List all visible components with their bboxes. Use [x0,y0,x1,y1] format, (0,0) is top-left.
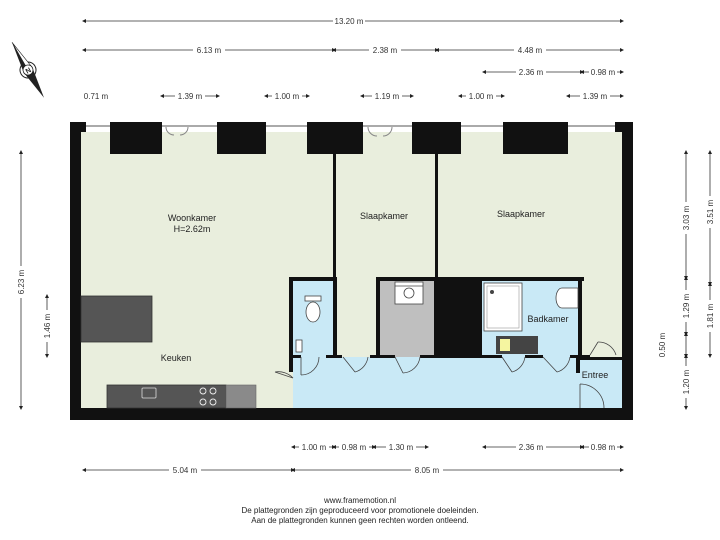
kitchen-island [80,295,153,343]
room-label-living: Woonkamer [168,213,216,223]
dim-right-mid-b: 1.81 m [706,303,715,328]
dim-window-4: 1.19 m [375,92,400,101]
bathtub-shower [483,282,523,332]
stove-icon [199,387,217,406]
dim-top-bedroom1: 2.38 m [373,46,398,55]
room-label-entrance: Entree [582,370,609,380]
dim-window-6: 1.39 m [583,92,608,101]
walls [70,122,633,420]
dim-right-lower-b: 1.20 m [682,369,691,394]
room-label-living-height: H=2.62m [174,224,211,234]
bathroom-vanity [496,336,538,354]
dim-bottom-total-left: 5.04 m [173,466,198,475]
dim-window-5: 1.00 m [469,92,494,101]
dim-left-kitchen: 1.46 m [43,313,52,338]
dim-top-total: 13.20 m [335,17,364,26]
dim-right-lower-a: 0.50 m [658,332,667,357]
footer-website: www.framemotion.nl [323,496,397,505]
dim-window-2: 1.39 m [178,92,203,101]
doors [274,341,617,409]
footer-disclaimer-2: Aan de plattegronden kunnen geen rechten… [251,516,469,525]
room-label-kitchen: Keuken [161,353,192,363]
dim-bottom-total-right: 8.05 m [415,466,440,475]
dim-top-row3-a: 2.36 m [519,68,544,77]
floor-hall [293,357,622,408]
room-label-bedroom1: Slaapkamer [360,211,408,221]
dim-top-living: 6.13 m [197,46,222,55]
compass-north-label: N [25,67,33,76]
footer-disclaimer-1: De plattegronden zijn geproduceerd voor … [241,506,479,515]
dim-window-1: 0.71 m [84,92,109,101]
dim-bottom-1: 1.00 m [302,443,327,452]
bathroom-sink [555,287,579,309]
dim-top-bedroom2: 4.48 m [518,46,543,55]
dim-bottom-5: 0.98 m [591,443,616,452]
dimension-labels: 13.20 m 6.13 m 2.38 m 4.48 m 2.36 m 0.98… [16,16,715,475]
dim-top-row3-b: 0.98 m [591,68,616,77]
floor-areas [80,132,622,410]
dim-bottom-2: 0.98 m [342,443,367,452]
washing-machine-icon [394,281,424,305]
dim-right-total: 3.51 m [706,199,715,224]
dim-right-upper: 3.03 m [682,205,691,230]
dim-bottom-4: 2.36 m [519,443,544,452]
room-labels: Woonkamer H=2.62m Slaapkamer Slaapkamer … [161,209,609,380]
dim-left-height: 6.23 m [17,269,26,294]
dim-bottom-3: 1.30 m [389,443,414,452]
room-label-bedroom2: Slaapkamer [497,209,545,219]
compass-icon: N [11,42,44,98]
dim-right-mid-a: 1.29 m [682,293,691,318]
toilet-wc [295,295,322,353]
room-label-bathroom: Badkamer [527,314,568,324]
sink-icon [141,387,157,399]
kitchen-counter [106,384,257,409]
dim-window-3: 1.00 m [275,92,300,101]
windows [86,125,615,137]
